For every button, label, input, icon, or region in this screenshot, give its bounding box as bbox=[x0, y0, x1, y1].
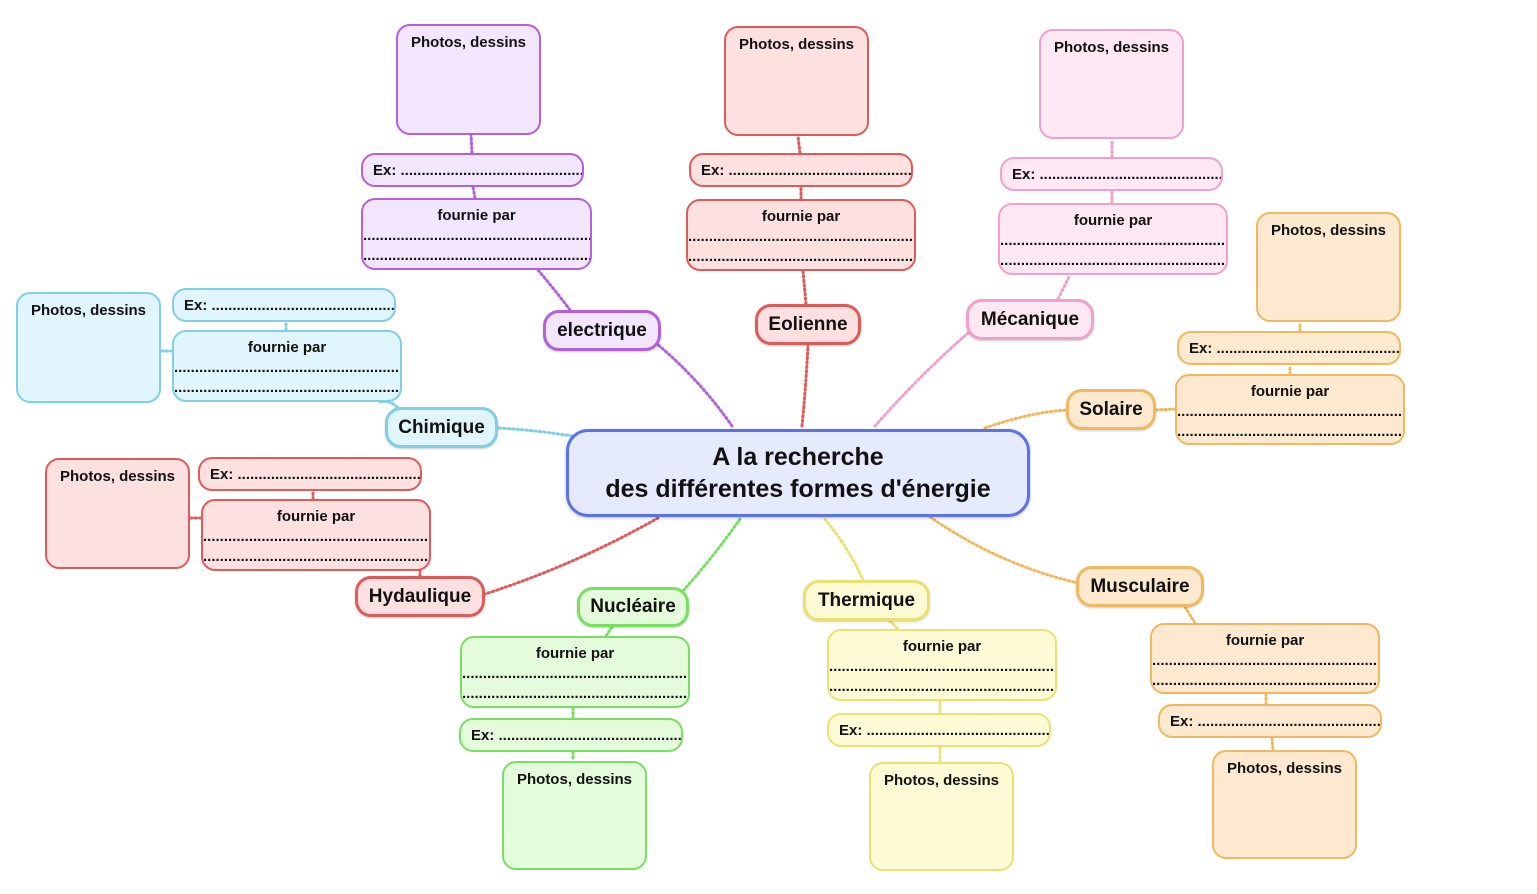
sub-line-musculaire bbox=[1183, 605, 1197, 625]
sub-line-nucleaire bbox=[604, 625, 614, 638]
ex-box-electrique[interactable]: Ex: ....................................… bbox=[361, 153, 584, 187]
fournie-title: fournie par bbox=[247, 339, 327, 356]
fournie-title: fournie par bbox=[761, 208, 841, 225]
topic-electrique[interactable]: electrique bbox=[543, 310, 661, 351]
sub-line-electrique bbox=[536, 268, 572, 312]
fournie-line: ........................................… bbox=[1177, 423, 1405, 440]
branch-line-hydaulique bbox=[483, 516, 660, 596]
fournie-box-thermique[interactable]: fournie par ............................… bbox=[827, 629, 1057, 701]
ex-box-hydaulique[interactable]: Ex: ....................................… bbox=[198, 457, 422, 491]
fournie-line: ........................................… bbox=[363, 247, 592, 264]
ex-box-nucleaire[interactable]: Ex: ....................................… bbox=[459, 718, 683, 752]
fournie-line: ........................................… bbox=[363, 227, 592, 244]
sub-line-electrique bbox=[469, 133, 474, 155]
sub-line-thermique bbox=[888, 619, 900, 631]
branch-line-chimique bbox=[496, 426, 574, 438]
sub-line-mecanique bbox=[1056, 273, 1072, 301]
ex-box-thermique[interactable]: Ex: ....................................… bbox=[827, 713, 1051, 747]
fournie-box-chimique[interactable]: fournie par ............................… bbox=[172, 330, 402, 402]
photos-box-nucleaire[interactable]: Photos, dessins bbox=[502, 761, 647, 870]
fournie-line: ........................................… bbox=[829, 678, 1057, 695]
topic-eolienne[interactable]: Eolienne bbox=[755, 304, 861, 345]
branch-line-nucleaire bbox=[680, 517, 742, 594]
fournie-title: fournie par bbox=[1225, 632, 1305, 649]
branch-line-mecanique bbox=[873, 331, 970, 428]
ex-box-chimique[interactable]: Ex: ....................................… bbox=[172, 288, 396, 322]
ex-box-musculaire[interactable]: Ex: ....................................… bbox=[1158, 704, 1382, 738]
fournie-line: ........................................… bbox=[462, 685, 690, 702]
fournie-line: ........................................… bbox=[1152, 672, 1380, 689]
sub-line-eolienne bbox=[796, 134, 802, 155]
fournie-box-eolienne[interactable]: fournie par ............................… bbox=[686, 199, 916, 271]
photos-box-solaire[interactable]: Photos, dessins bbox=[1256, 212, 1401, 322]
fournie-line: ........................................… bbox=[1177, 403, 1405, 420]
ex-box-mecanique[interactable]: Ex: ....................................… bbox=[1000, 157, 1223, 191]
sub-line-chimique bbox=[378, 400, 399, 409]
topic-musculaire[interactable]: Musculaire bbox=[1076, 566, 1204, 607]
fournie-title: fournie par bbox=[437, 207, 516, 224]
fournie-title: fournie par bbox=[535, 645, 615, 662]
central-topic-line1: A la recherche bbox=[712, 443, 884, 471]
photos-box-eolienne[interactable]: Photos, dessins bbox=[724, 26, 869, 136]
topic-mecanique[interactable]: Mécanique bbox=[966, 299, 1094, 340]
branch-line-thermique bbox=[823, 517, 866, 584]
fournie-box-musculaire[interactable]: fournie par ............................… bbox=[1150, 623, 1380, 694]
fournie-box-nucleaire[interactable]: fournie par ............................… bbox=[460, 636, 690, 708]
fournie-line: ........................................… bbox=[174, 379, 402, 396]
fournie-title: fournie par bbox=[902, 638, 982, 655]
topic-hydaulique[interactable]: Hydaulique bbox=[355, 576, 485, 617]
topic-nucleaire[interactable]: Nucléaire bbox=[577, 587, 689, 627]
branch-line-electrique bbox=[655, 342, 734, 428]
fournie-line: ........................................… bbox=[462, 665, 690, 682]
photos-box-hydaulique[interactable]: Photos, dessins bbox=[45, 458, 190, 569]
photos-box-musculaire[interactable]: Photos, dessins bbox=[1212, 750, 1357, 859]
fournie-box-solaire[interactable]: fournie par ............................… bbox=[1175, 374, 1405, 445]
fournie-line: ........................................… bbox=[174, 359, 402, 376]
fournie-box-electrique[interactable]: fournie par ............................… bbox=[361, 198, 592, 270]
branch-line-eolienne bbox=[800, 343, 810, 428]
fournie-line: ........................................… bbox=[1000, 252, 1228, 269]
fournie-title: fournie par bbox=[1073, 212, 1153, 229]
fournie-line: ........................................… bbox=[203, 528, 431, 545]
ex-box-solaire[interactable]: Ex: ....................................… bbox=[1177, 331, 1401, 365]
sub-line-solaire bbox=[1154, 407, 1177, 412]
fournie-line: ........................................… bbox=[1152, 652, 1380, 669]
topic-chimique[interactable]: Chimique bbox=[385, 407, 498, 448]
sub-line-musculaire bbox=[1270, 736, 1275, 752]
fournie-line: ........................................… bbox=[688, 228, 916, 245]
branch-line-musculaire bbox=[928, 515, 1080, 585]
fournie-title: fournie par bbox=[276, 508, 356, 525]
fournie-line: ........................................… bbox=[203, 548, 431, 565]
sub-line-eolienne bbox=[801, 269, 808, 306]
photos-box-electrique[interactable]: Photos, dessins bbox=[396, 24, 541, 135]
topic-thermique[interactable]: Thermique bbox=[803, 580, 930, 621]
photos-box-chimique[interactable]: Photos, dessins bbox=[16, 292, 161, 403]
fournie-line: ........................................… bbox=[829, 658, 1057, 675]
photos-box-thermique[interactable]: Photos, dessins bbox=[869, 762, 1014, 871]
central-topic-line2: des différentes formes d'énergie bbox=[605, 475, 991, 503]
sub-line-electrique bbox=[471, 185, 477, 200]
fournie-title: fournie par bbox=[1250, 383, 1330, 400]
central-topic[interactable]: A la recherche des différentes formes d'… bbox=[566, 429, 1030, 517]
fournie-line: ........................................… bbox=[1000, 232, 1228, 249]
fournie-line: ........................................… bbox=[688, 248, 916, 265]
fournie-box-mecanique[interactable]: fournie par ............................… bbox=[998, 203, 1228, 275]
fournie-box-hydaulique[interactable]: fournie par ............................… bbox=[201, 499, 431, 571]
ex-box-eolienne[interactable]: Ex: ....................................… bbox=[689, 153, 913, 187]
branch-line-solaire bbox=[983, 408, 1070, 430]
photos-box-mecanique[interactable]: Photos, dessins bbox=[1039, 29, 1184, 139]
topic-solaire[interactable]: Solaire bbox=[1066, 389, 1156, 430]
